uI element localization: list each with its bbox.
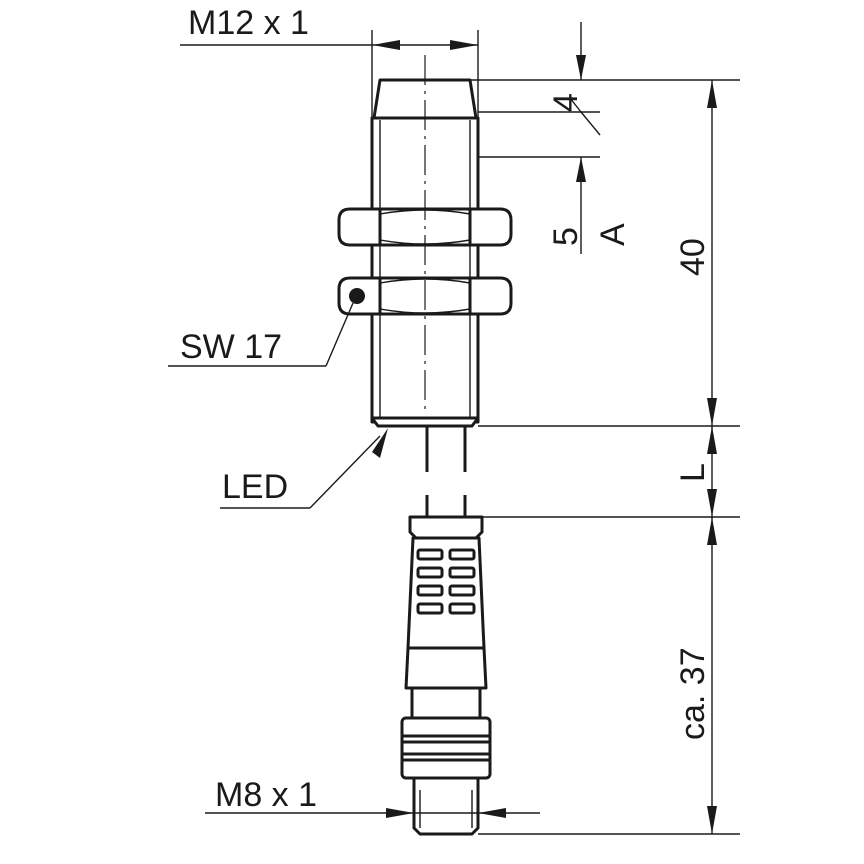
- sensor-base: [370, 416, 480, 428]
- lower-nut: [337, 276, 513, 316]
- dim-40: 40: [674, 80, 717, 426]
- wrench-size-callout: SW 17: [168, 302, 354, 367]
- dim-5-label: 5: [547, 227, 585, 246]
- coupling-nut: [400, 716, 492, 780]
- grip-slots: [416, 548, 476, 615]
- dim-thread-bottom: M8 x 1: [205, 776, 540, 818]
- dim-5-A: 5 A: [547, 157, 632, 254]
- dim-L-label: L: [674, 463, 712, 482]
- led-callout: LED: [220, 428, 388, 509]
- dim-37-label: ca. 37: [674, 647, 712, 740]
- dim-A-label: A: [594, 223, 632, 246]
- dim-thread-top: M12 x 1: [180, 4, 479, 118]
- dim-4: 4: [547, 22, 601, 136]
- dim-4-label: 4: [547, 93, 585, 112]
- wrench-size-label: SW 17: [180, 328, 282, 366]
- m8-connector: [400, 515, 492, 836]
- thread-bottom-label: M8 x 1: [215, 776, 317, 814]
- led-dot: [349, 288, 365, 304]
- dim-40-label: 40: [674, 238, 712, 276]
- led-label: LED: [222, 468, 288, 506]
- dim-L: L: [674, 426, 717, 517]
- thread-top-label: M12 x 1: [188, 4, 309, 42]
- cable: [425, 426, 467, 517]
- dim-37: ca. 37: [674, 517, 717, 834]
